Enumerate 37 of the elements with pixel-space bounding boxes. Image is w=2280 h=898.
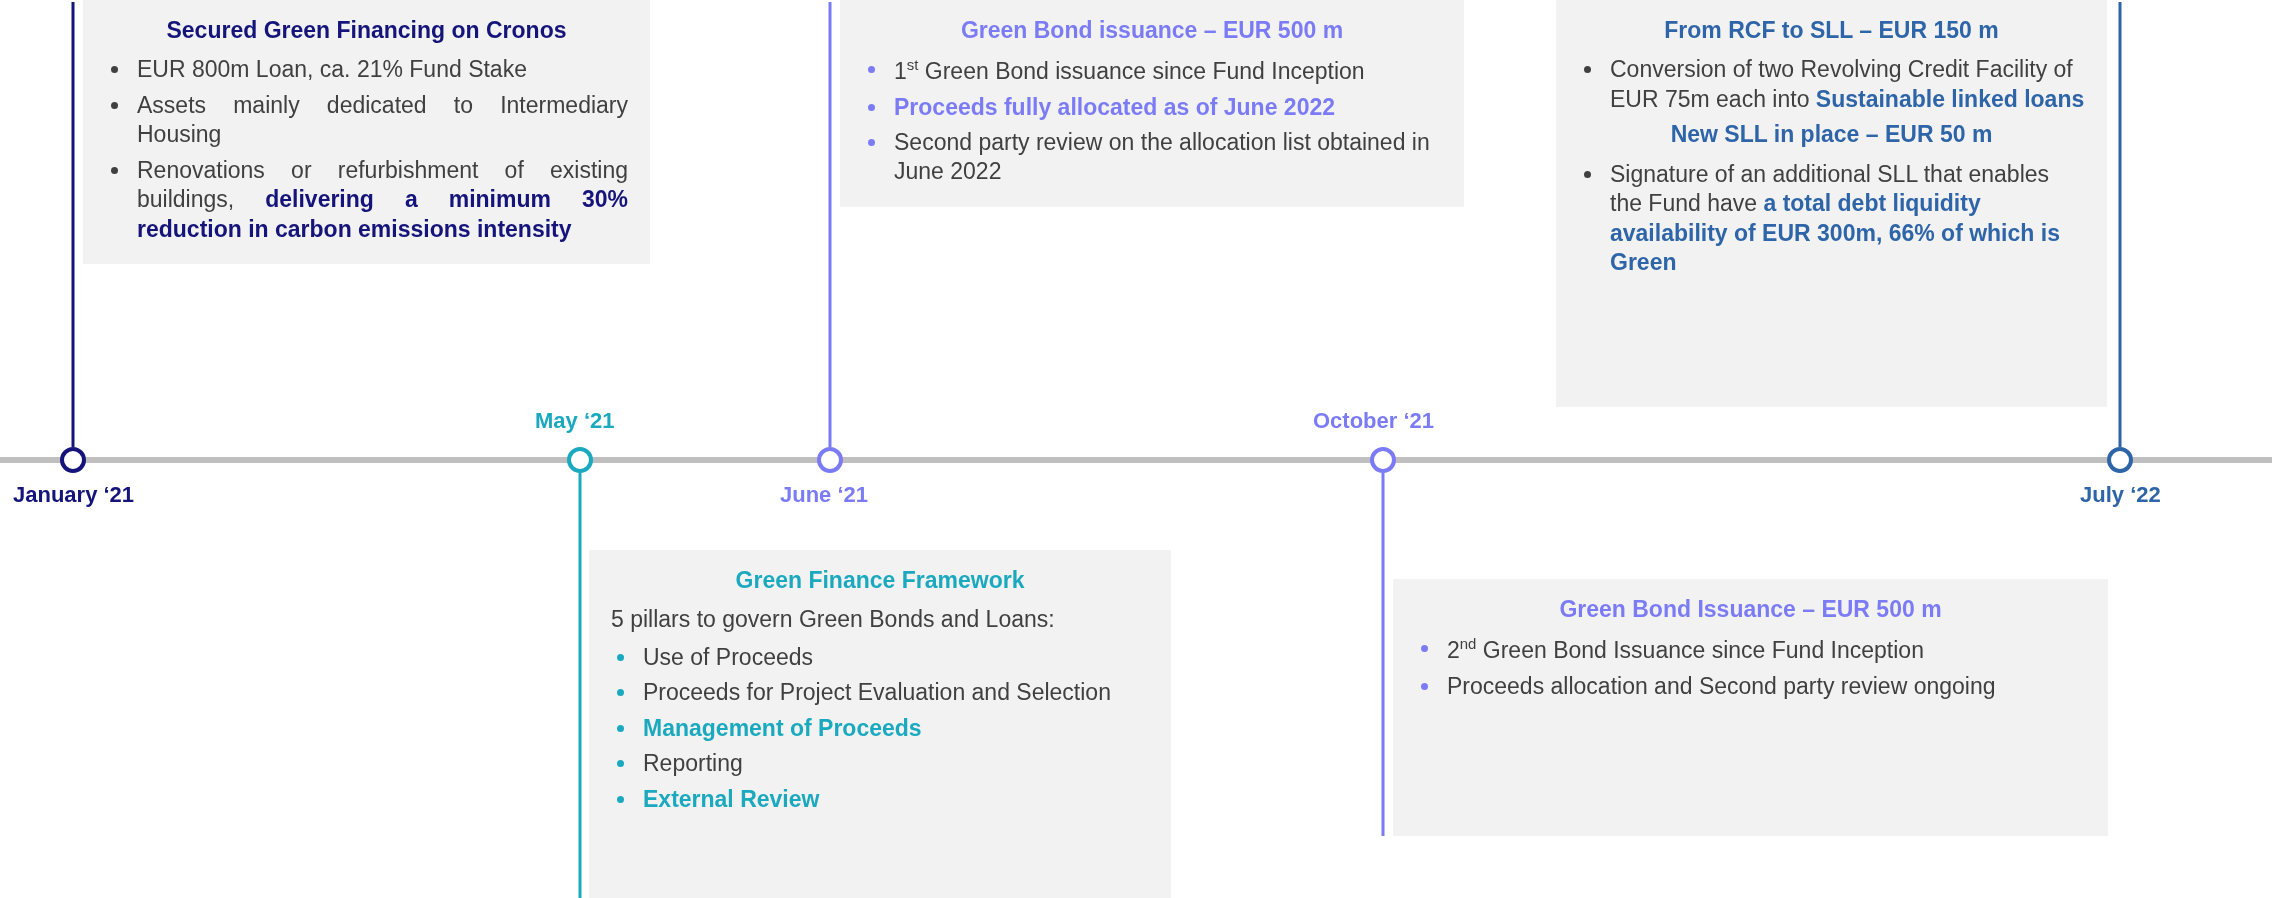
- card-heading: New SLL in place – EUR 50 m: [1669, 120, 1994, 150]
- bullet-item: Conversion of two Revolving Credit Facility of EUR 75m each into Sustainable linked loans: [1578, 55, 2085, 115]
- card-heading: Secured Green Financing on Cronos: [165, 16, 568, 45]
- date-label: May ‘21: [535, 408, 615, 434]
- bullet-item: Proceeds allocation and Second party review ongoing: [1415, 671, 2086, 701]
- milestone-card: [589, 550, 1171, 898]
- bullet-item: Second party review on the allocation list obtained in June 2022: [862, 127, 1442, 187]
- bullet-item: Management of Proceeds: [611, 713, 1149, 744]
- bullet-item: Use of Proceeds: [611, 642, 1149, 673]
- bullet-item: 2$^{nd}$ Green Bond Issuance since Fund Inception: [1415, 634, 2086, 666]
- connector-line: [71, 2, 75, 447]
- connector-line: [578, 473, 582, 898]
- bullet-item: Proceeds for Project Evaluation and Selection: [611, 678, 1149, 708]
- card-heading: From RCF to SLL – EUR 150 m: [1663, 16, 2000, 45]
- connector-line: [2118, 2, 2122, 447]
- date-label: January ‘21: [13, 482, 135, 508]
- intro-text: 5 pillars to govern Green Bonds and Loans:: [611, 605, 1056, 635]
- date-label: June ‘21: [780, 482, 869, 508]
- card-heading: Green Bond issuance – EUR 500 m: [959, 16, 1345, 45]
- bullet-item: Assets mainly dedicated to Intermediary Housing: [105, 90, 628, 150]
- milestone-card: [1556, 0, 2107, 407]
- date-label: October ‘21: [1313, 408, 1435, 434]
- bullet-item: Renovations or refurbishment of existing buildings, delivering a minimum 30% reduction in carbon emissions intensity: [105, 155, 628, 245]
- bullet-item: Proceeds fully allocated as of June 2022: [862, 92, 1442, 122]
- connector-line: [828, 2, 832, 447]
- card-heading: Green Finance Framework: [734, 566, 1026, 595]
- connector-line: [1381, 473, 1385, 836]
- milestone-card: [840, 0, 1464, 207]
- milestone-card: [1393, 579, 2108, 836]
- bullet-item: Reporting: [611, 749, 1149, 779]
- milestone-card: [83, 0, 650, 265]
- bullet-item: EUR 800m Loan, ca. 21% Fund Stake: [105, 55, 628, 85]
- bullet-item: 1$^{st}$ Green Bond issuance since Fund Inception: [862, 55, 1442, 87]
- bullet-item: External Review: [611, 784, 1149, 815]
- card-heading: Green Bond Issuance – EUR 500 m: [1558, 595, 1943, 624]
- date-label: July ‘22: [2080, 482, 2161, 508]
- bullet-item: Signature of an additional SLL that enables the Fund have a total debt liquidity availability of EUR 300m, 66% of which is Green: [1578, 159, 2085, 278]
